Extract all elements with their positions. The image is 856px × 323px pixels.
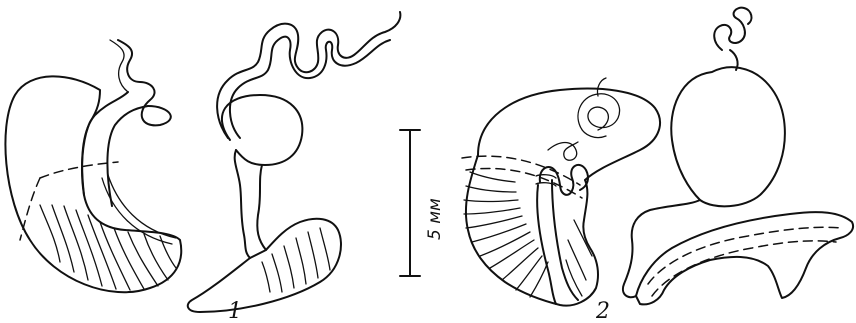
fig1-stalk-right bbox=[257, 165, 266, 250]
fig1-coiled-tubule bbox=[118, 40, 171, 125]
fig1-attached-specimen bbox=[5, 40, 181, 292]
fig1-stalk-left bbox=[235, 150, 250, 258]
fig2-connecting-duct bbox=[623, 200, 700, 297]
fig1-duct-right bbox=[107, 106, 148, 206]
fig1-ribs bbox=[40, 205, 176, 290]
fig2-cut-line-1 bbox=[462, 156, 580, 185]
fig1-label: 1 bbox=[228, 299, 242, 323]
fig1-cut-line-upper bbox=[40, 162, 118, 178]
fig1-long-duct bbox=[217, 12, 400, 138]
fig2-oval-sac bbox=[671, 67, 785, 206]
fig2-sac-specimen bbox=[623, 8, 853, 305]
fig2-convoluted-tube-2 bbox=[548, 142, 578, 160]
fig1-dissected-specimen bbox=[188, 12, 401, 312]
fig2-coiled-tip bbox=[714, 8, 751, 50]
fig1-cut-line-lower bbox=[20, 178, 40, 240]
fig2-canal-dash-2 bbox=[652, 241, 836, 296]
fig1-duct-left bbox=[82, 92, 128, 195]
fig2-label: 2 bbox=[595, 299, 610, 323]
fig1-long-duct-inner bbox=[230, 37, 390, 138]
fig2-curved-body bbox=[636, 212, 853, 304]
fig2-spiral bbox=[578, 94, 620, 138]
scale-bar: 5 мм bbox=[400, 130, 445, 276]
fig1-coiled-tubule-inner bbox=[110, 40, 128, 92]
fig2-upper-outline bbox=[478, 89, 660, 180]
scale-bar-label: 5 мм bbox=[425, 198, 445, 240]
fig1-elongated-body bbox=[188, 219, 341, 312]
fig2-fan-specimen bbox=[462, 78, 660, 306]
